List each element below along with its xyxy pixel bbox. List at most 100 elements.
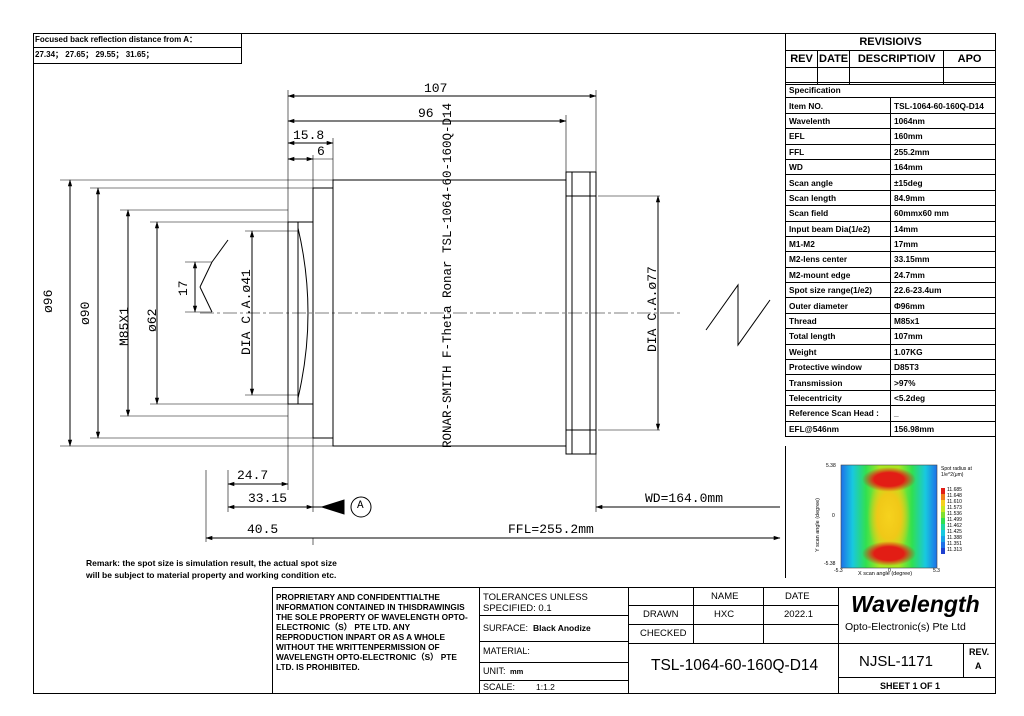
dim-body-length: 96	[418, 106, 434, 121]
part-number: TSL-1064-60-160Q-D14	[651, 657, 819, 674]
dim-m2-mount: 24.7	[237, 468, 269, 483]
spec-row: Spot size range(1/e2)22.6-23.4um	[785, 282, 996, 299]
date-header: DATE	[816, 50, 851, 68]
spec-row: Telecentricity<5.2deg	[785, 389, 996, 407]
scale-label: SCALE:	[483, 682, 516, 692]
company-logo: Wavelength	[851, 591, 980, 617]
spec-value: <5.2deg	[890, 389, 996, 407]
dim-flange-ref: 40.5	[247, 522, 279, 537]
spot-legend-value: 11.425	[947, 529, 962, 535]
dim-total-length: 107	[424, 81, 448, 96]
scale-value: 1:1.2	[536, 682, 555, 692]
proprietary-notice: PROPRIETARY AND CONFIDENTTIALTHE INFORMA…	[276, 592, 468, 672]
spec-value: _	[890, 405, 996, 422]
spot-legend-value: 11.313	[947, 547, 962, 553]
spec-label: EFL	[785, 128, 891, 145]
drawn-date: 2022.1	[784, 609, 814, 620]
spot-legend-value: 11.573	[947, 505, 962, 511]
spec-label: Weight	[785, 343, 891, 361]
dim-thread: M85X1	[117, 306, 132, 346]
unit-label: UNIT:	[483, 666, 506, 676]
spec-value: 14mm	[890, 220, 996, 237]
spec-value: D85T3	[890, 359, 996, 376]
spec-value: 164mm	[890, 158, 996, 176]
spec-title: Specification	[785, 81, 996, 99]
sheet-number: SHEET 1 OF 1	[880, 681, 941, 691]
spot-ytick-mid: 0	[832, 513, 835, 519]
spot-ytick-top: 5.38	[826, 463, 836, 469]
dim-outer-dia: ø96	[41, 289, 56, 313]
spec-label: M2-mount edge	[785, 266, 891, 284]
spec-value: 33.15mm	[890, 251, 996, 268]
spec-label: Thread	[785, 312, 891, 330]
spec-value: 156.98mm	[890, 420, 996, 437]
apo-header: APO	[943, 50, 996, 68]
spec-value: 255.2mm	[890, 143, 996, 160]
spec-value: 1064nm	[890, 112, 996, 130]
title-block: PROPRIETARY AND CONFIDENTTIALTHE INFORMA…	[272, 587, 996, 694]
spec-value: Φ96mm	[890, 297, 996, 314]
spec-value: 84.9mm	[890, 189, 996, 207]
dim-wd: WD=164.0mm	[645, 491, 724, 506]
dim-step: 6	[317, 144, 325, 159]
dim-ca-front: DIA C.A.ø41	[239, 269, 254, 355]
surface-label: SURFACE:	[483, 623, 529, 633]
spec-label: Reference Scan Head :	[785, 405, 891, 422]
spec-label: M2-lens center	[785, 251, 891, 268]
dim-ffl: FFL=255.2mm	[508, 522, 594, 537]
dim-ca-rear: DIA C.A.ø77	[645, 266, 660, 352]
spot-xtick-right: 5.3	[933, 568, 940, 574]
spec-value: 1.07KG	[890, 343, 996, 361]
spec-label: Scan field	[785, 205, 891, 222]
spec-value: 24.7mm	[890, 266, 996, 284]
spec-row: Scan angle±15deg	[785, 174, 996, 191]
spec-label: Outer diameter	[785, 297, 891, 314]
spec-value: 160mm	[890, 128, 996, 145]
spec-value: >97%	[890, 374, 996, 391]
company-name: Opto-Electronic(s) Pte Ltd	[845, 621, 966, 633]
spec-label: FFL	[785, 143, 891, 160]
drawing-border	[33, 33, 996, 694]
spec-label: Wavelenth	[785, 112, 891, 130]
spec-label: Telecentricity	[785, 389, 891, 407]
focus-distance-title: Focused back reflection distance from A：	[35, 35, 197, 44]
drawn-name: HXC	[714, 609, 735, 620]
spec-row: Item NO.TSL-1064-60-160Q-D14	[785, 97, 996, 114]
material-label: MATERIAL:	[483, 646, 530, 656]
spot-legend-value: 11.610	[947, 499, 962, 505]
spot-legend-value: 11.685	[947, 487, 962, 493]
drawn-label: DRAWN	[643, 609, 679, 620]
spec-row: Reference Scan Head :_	[785, 405, 996, 422]
dim-flange: 15.8	[293, 128, 325, 143]
date-header: DATE	[785, 591, 810, 602]
datum-a-label: A	[357, 500, 364, 512]
spec-label: Item NO.	[785, 97, 891, 114]
spec-label: Protective window	[785, 359, 891, 376]
spot-legend-value: 11.462	[947, 523, 962, 529]
remark-line-1: Remark: the spot size is simulation resu…	[86, 558, 337, 568]
name-header: NAME	[711, 591, 739, 602]
spec-label: Total length	[785, 328, 891, 345]
revisions-table: REVISIOIVS REV DATE DESCRIPTIOIV APO	[785, 33, 996, 85]
spot-ylabel: Y scan angle (degree)	[815, 497, 821, 552]
spec-value: TSL-1064-60-160Q-D14	[890, 97, 996, 114]
spec-label: EFL@546nm	[785, 420, 891, 437]
spot-heatmap	[841, 465, 937, 568]
focus-distance-box: Focused back reflection distance from A：…	[33, 33, 242, 64]
dim-dia90: ø90	[78, 301, 93, 325]
drawing-number: NJSL-1171	[859, 653, 933, 670]
spot-legend-title: Spot radius at 1/e^2(μm)	[941, 466, 972, 478]
spec-value: 60mmx60 mm	[890, 205, 996, 222]
spot-ytick-bottom: -5.38	[824, 561, 836, 567]
unit-value: mm	[510, 667, 524, 676]
